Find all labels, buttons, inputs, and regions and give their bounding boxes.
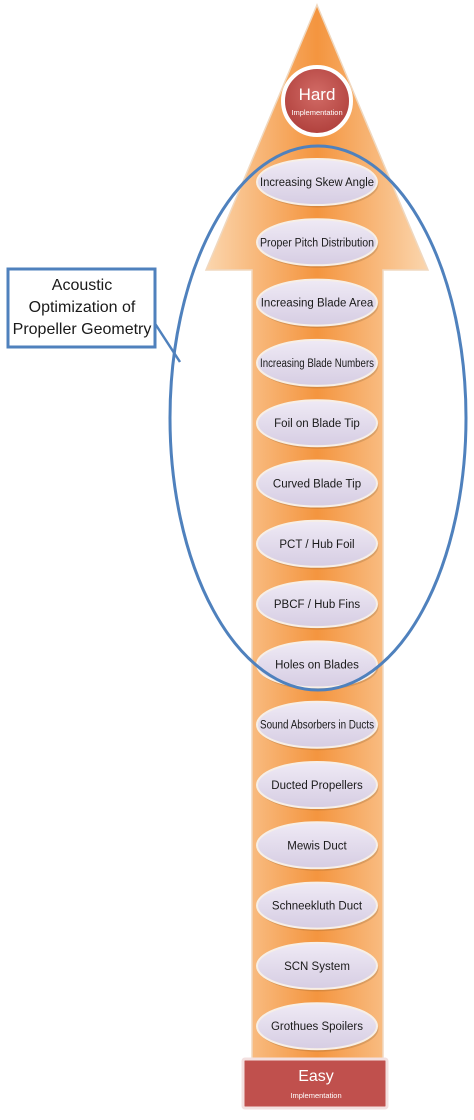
list-item: Schneekluth Duct <box>256 881 379 932</box>
item-pill <box>256 338 378 387</box>
easy-marker-box <box>241 1057 389 1110</box>
easy-marker: Easy Implementation <box>241 1057 389 1110</box>
item-label: Foil on Blade Tip <box>274 418 360 430</box>
list-item: Holes on Blades <box>256 640 379 690</box>
callout-border <box>6 267 157 349</box>
list-item: SCN System <box>256 941 379 992</box>
item-pill <box>256 761 378 809</box>
item-label: Grothues Spoilers <box>271 1021 363 1033</box>
list-item: Curved Blade Tip <box>256 459 379 509</box>
hard-marker: Hard Implementation <box>281 65 353 137</box>
easy-marker-title: Easy <box>298 1068 334 1085</box>
list-item: Proper Pitch Distribution <box>256 218 379 268</box>
callout-box: Acoustic Optimization of Propeller Geome… <box>6 267 157 349</box>
list-item: Increasing Blade Area <box>256 278 379 329</box>
item-pill <box>256 519 378 568</box>
item-pill <box>256 399 378 448</box>
geometry-group-ellipse <box>168 144 468 692</box>
item-pill <box>256 700 378 749</box>
item-label: Increasing Blade Numbers <box>260 358 374 370</box>
callout-connector <box>152 321 182 363</box>
hard-marker-subtitle: Implementation <box>291 108 342 117</box>
item-pill <box>256 1002 378 1051</box>
list-item: Foil on Blade Tip <box>256 399 379 449</box>
callout-line-2: Optimization of <box>29 299 136 316</box>
item-label: Proper Pitch Distribution <box>260 237 374 249</box>
item-pill <box>256 821 378 870</box>
item-label: Sound Absorbers in Ducts <box>260 720 374 732</box>
easy-marker-subtitle: Implementation <box>290 1091 341 1100</box>
item-label: Holes on Blades <box>275 659 359 671</box>
list-item: Increasing Blade Numbers <box>256 338 379 389</box>
list-item: Mewis Duct <box>256 821 379 871</box>
item-label: Mewis Duct <box>287 840 347 852</box>
list-item: PCT / Hub Foil <box>256 519 379 570</box>
callout-line-3: Propeller Geometry <box>13 321 152 338</box>
item-label: Ducted Propellers <box>271 780 363 792</box>
item-label: Curved Blade Tip <box>273 479 361 491</box>
item-label: Schneekluth Duct <box>272 901 363 913</box>
callout-line-1: Acoustic <box>52 277 112 294</box>
item-pill <box>256 881 378 930</box>
list-item: Grothues Spoilers <box>256 1002 379 1052</box>
item-label: Increasing Skew Angle <box>260 177 374 189</box>
list-item: Sound Absorbers in Ducts <box>256 700 379 751</box>
hard-marker-title: Hard <box>299 85 336 104</box>
item-label: PCT / Hub Foil <box>279 539 354 551</box>
item-pill <box>256 218 378 267</box>
item-pill <box>256 278 378 327</box>
list-item: PBCF / Hub Fins <box>256 580 379 630</box>
list-item: Increasing Skew Angle <box>256 158 379 208</box>
item-pill <box>256 580 378 629</box>
hard-marker-circle <box>281 65 353 137</box>
item-label: SCN System <box>284 961 350 973</box>
item-pill <box>256 158 378 206</box>
list-item: Ducted Propellers <box>256 761 379 811</box>
item-label: Increasing Blade Area <box>261 298 374 310</box>
item-pill <box>256 941 378 990</box>
item-pill <box>256 459 378 508</box>
item-label: PBCF / Hub Fins <box>274 599 361 611</box>
